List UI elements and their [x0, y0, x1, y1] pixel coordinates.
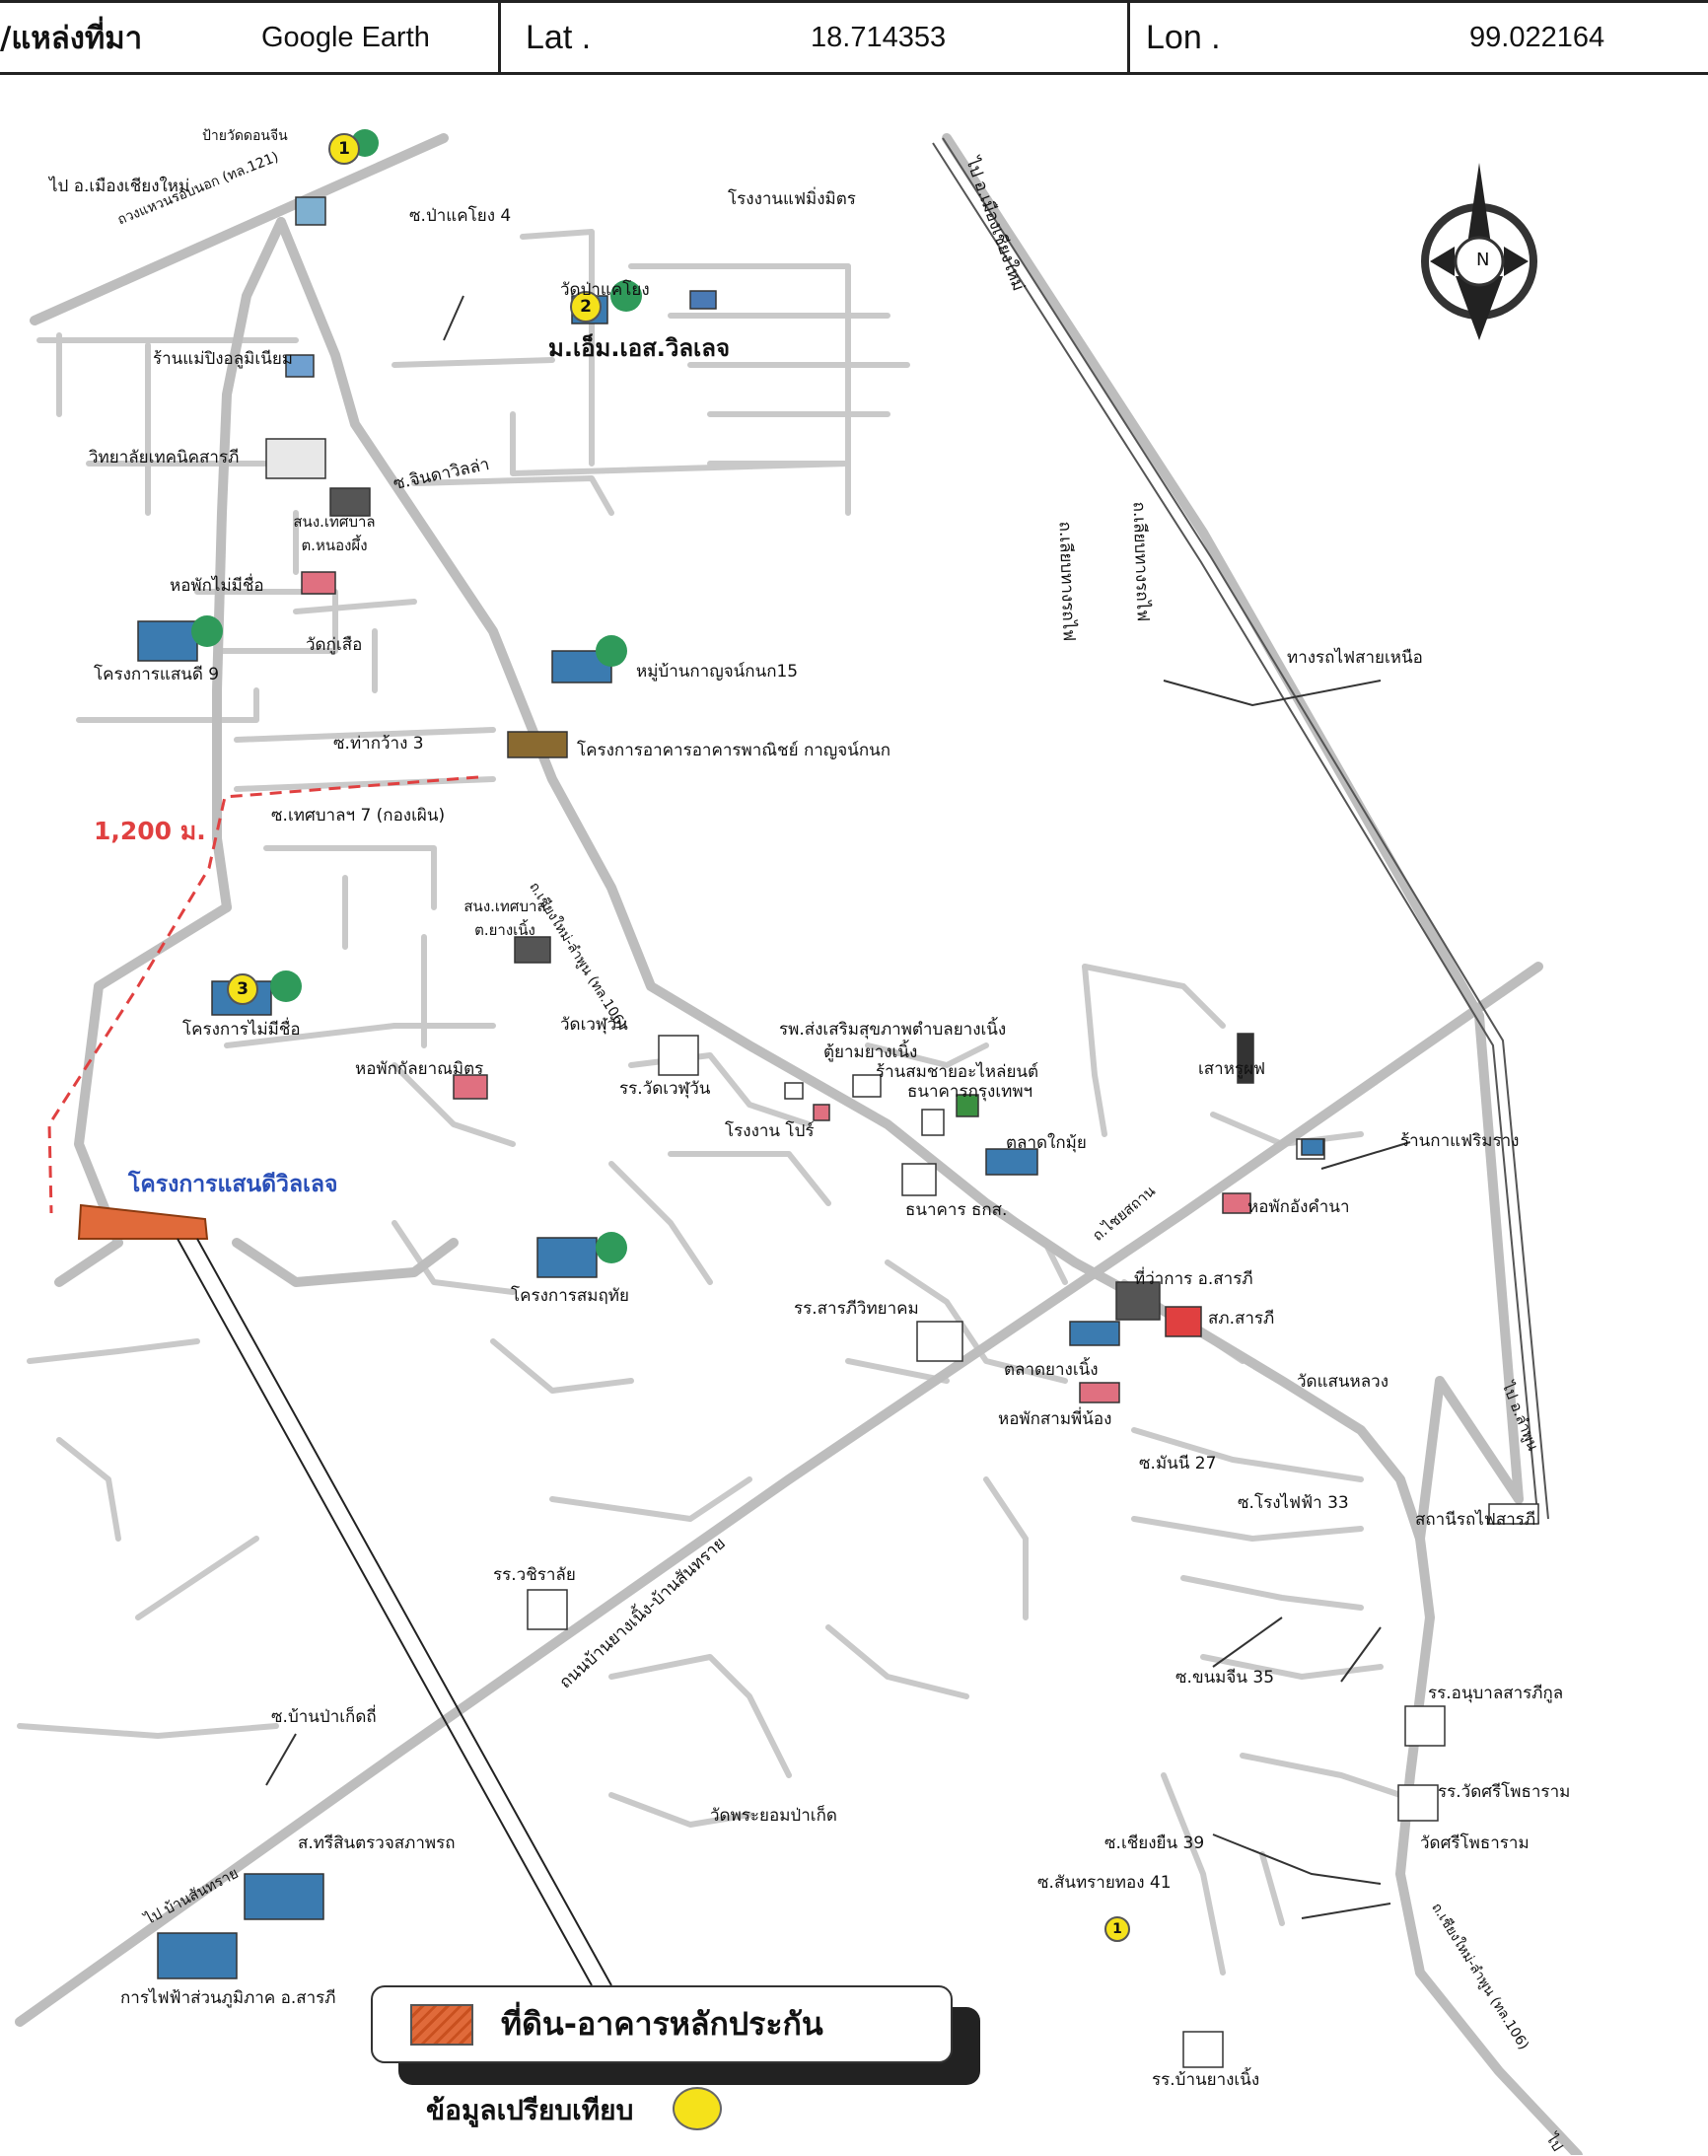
label-wat-sri: วัดศรีโพธาราม	[1420, 1833, 1530, 1853]
label-kanjanakanok15: หมู่บ้านกาญจน์กนก15	[636, 662, 799, 682]
legend-comparison-label: ข้อมูลเปรียบเทียบ	[426, 2094, 634, 2126]
source-label: /แหล่งที่มา	[0, 21, 143, 56]
label-wat-saenluang: วัดแสนหลวง	[1297, 1372, 1389, 1392]
label-commercial-project: โครงการอาคารอาคารพาณิชย์ กาญจน์กนก	[577, 741, 891, 760]
source-value: Google Earth	[261, 21, 430, 53]
lon-value: 99.022164	[1469, 21, 1605, 53]
lat-label: Lat .	[526, 18, 592, 56]
label-soi-santhong41: ซ.สันทรายทอง 41	[1037, 1873, 1172, 1893]
label-project-noname: โครงการไม่มีชื่อ	[182, 1020, 301, 1040]
label-sanong-nongphueng: สนง.เทศบาล ต.หนองผึ้ง	[293, 513, 376, 554]
label-baac-bank: ธนาคาร ธกส.	[905, 1200, 1008, 1220]
collateral-parcel	[77, 1203, 209, 1240]
label-rail-road-east: ถ.เลียบทางรถไฟ	[1128, 501, 1153, 622]
label-dorm-kanyamit: หอพักกัลยาณมิตร	[355, 1059, 484, 1079]
comparison-marker-2[interactable]: 2	[570, 291, 602, 323]
label-pai-wat-donjin: ป้ายวัดดอนจีน	[202, 128, 288, 144]
label-bangkok-bank: ธนาคารกรุงเทพฯ	[907, 1082, 1033, 1102]
label-wat-pakhaeng: วัดป่าแคโยง	[560, 280, 650, 300]
location-map: 1 2 3 1 N ป้ายวัดดอนจีน ไป อ.เมืองเชียงใ…	[0, 94, 1708, 2155]
label-market-mai: ตลาดใกมุ้ย	[1006, 1133, 1087, 1153]
label-soi-pakhaeng4: ซ.ป่าแคโยง 4	[409, 206, 512, 226]
label-tower: เสาหรูผฟ	[1198, 1059, 1266, 1079]
label-atm-yangnueng: ตู้ยามยางเนิ้ง	[823, 1042, 918, 1062]
label-soi-khanomjin35: ซ.ขนมจีน 35	[1175, 1668, 1275, 1688]
label-factory-top: โรงงานแฟมิ่งมิตร	[728, 189, 856, 209]
label-cafe-shop: ร้านกาแฟริมราง	[1400, 1131, 1520, 1151]
header-bottom-border	[0, 72, 1708, 75]
label-wat-wehuwan: วัดเวฬุวัน	[560, 1015, 628, 1035]
road-network	[15, 129, 1583, 2155]
lat-value: 18.714353	[811, 21, 947, 53]
label-dorm-angkham: หอพักอังคำนา	[1247, 1197, 1350, 1217]
header-divider	[498, 0, 501, 75]
label-wat-praebonpakerd: วัดพระยอมป่าเก็ด	[710, 1806, 837, 1826]
legend-collateral-label: ที่ดิน-อาคารหลักประกัน	[501, 2005, 823, 2043]
label-sanong-yangnueng: สนง.เทศบาล ต.ยางเนิ้ง	[463, 898, 546, 939]
label-wat-kusua: วัดกู่เสือ	[306, 635, 363, 655]
collateral-swatch	[410, 2003, 473, 2046]
compass-rose	[1421, 163, 1537, 340]
label-market-yangnueng: ตลาดยางเนิ้ง	[1004, 1360, 1099, 1380]
label-dorm-sampinong: หอพักสามพี่น้อง	[998, 1409, 1112, 1429]
distance-label: 1,200 ม.	[94, 817, 206, 845]
label-soi-banpakerd: ซ.บ้านป่าเก็ดถี่	[271, 1707, 377, 1727]
label-project-somruthai: โครงการสมฤทัย	[511, 1286, 629, 1306]
label-saendee9: โครงการแสนดี 9	[94, 665, 220, 684]
label-railway-north: ทางรถไฟสายเหนือ	[1287, 648, 1423, 668]
comparison-marker-3[interactable]: 3	[227, 973, 258, 1005]
label-inspection-office: ส.ทรีสินตรวจสภาพรถ	[298, 1833, 456, 1853]
label-pea-office: การไฟฟ้าส่วนภูมิภาค อ.สารภี	[120, 1988, 336, 2008]
comparison-marker-1-lower[interactable]: 1	[1104, 1916, 1130, 1942]
label-hospital: รพ.ส่งเสริมสุขภาพตำบลยางเนิ้ง	[779, 1020, 1007, 1040]
header-divider	[1127, 0, 1130, 75]
comparison-marker-1[interactable]: 1	[328, 133, 360, 165]
comparison-dot-icon	[673, 2087, 722, 2130]
legend-box: ที่ดิน-อาคารหลักประกัน	[371, 1985, 953, 2063]
label-saendee-village-project: โครงการแสนดีวิลเลจ	[128, 1172, 338, 1197]
label-soi-mani27: ซ.มันนี 27	[1139, 1454, 1217, 1473]
label-dorm-noname: หอพักไม่มีชื่อ	[170, 576, 264, 596]
label-school-wehuwan: รร.วัดเวฬุวัน	[619, 1079, 711, 1099]
label-district-office: ที่ว่าการ อ.สารภี	[1134, 1269, 1253, 1289]
label-soi-tessaban7: ซ.เทศบาลฯ 7 (กองเผิน)	[271, 806, 446, 826]
label-school-wichalai: รร.วชิราลัย	[493, 1565, 576, 1585]
label-factory-mid: โรงงาน โปร์	[725, 1121, 815, 1141]
label-saraphi-station: สถานีรถไฟสารภี	[1415, 1510, 1536, 1530]
label-school-banyangnueng: รร.บ้านยางเนิ้ง	[1152, 2070, 1260, 2090]
lon-label: Lon .	[1146, 18, 1221, 56]
label-school-saraphi: รร.สารภีวิทยาคม	[794, 1299, 919, 1319]
label-motor-shop: ร้านสมชายอะไหล่ยนต์	[876, 1062, 1039, 1082]
label-school-anuban: รร.อนุบาลสารภีกูล	[1428, 1684, 1564, 1703]
label-police: สภ.สารภี	[1208, 1309, 1275, 1329]
label-mms-village: ม.เอ็ม.เอส.วิลเลจ	[548, 334, 731, 362]
label-tech-college: วิทยาลัยเทคนิคสารภี	[89, 448, 240, 467]
label-soi-thakwang3: ซ.ท่ากว้าง 3	[333, 734, 424, 754]
label-to-mueang: ไป อ.เมืองเชียงใหม่	[49, 177, 190, 196]
header-top-border	[0, 0, 1708, 3]
label-rail-road-west: ถ.เลียบทางรถไฟ	[1054, 521, 1079, 642]
label-soi-chiangyuen39: ซ.เชียงยืน 39	[1104, 1833, 1205, 1853]
label-soi-rongfaifa33: ซ.โรงไฟฟ้า 33	[1238, 1493, 1349, 1513]
label-school-watsri: รร.วัดศรีโพธาราม	[1438, 1782, 1571, 1802]
label-aluminium-shop: ร้านแม่ปิงอลูมิเนียม	[153, 349, 293, 369]
compass-letter: N	[1476, 250, 1490, 270]
info-header: /แหล่งที่มา Google Earth Lat . 18.714353…	[0, 0, 1708, 75]
